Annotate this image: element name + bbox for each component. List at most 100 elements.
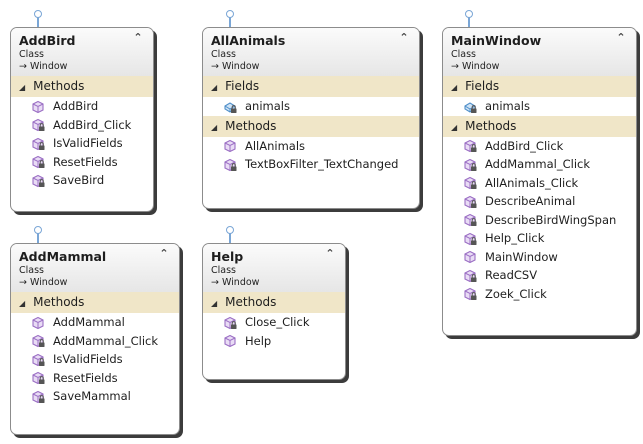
field-private-icon <box>463 99 485 113</box>
class-name: AllAnimals <box>211 33 286 48</box>
expand-triangle-icon[interactable]: ◢ <box>19 299 26 308</box>
member-item[interactable]: Close_Click <box>203 313 345 332</box>
method-private-icon <box>31 136 53 150</box>
member-item[interactable]: DescribeAnimal <box>443 192 636 211</box>
member-name: DescribeAnimal <box>485 194 576 208</box>
member-name: IsValidFields <box>53 352 123 366</box>
member-item[interactable]: IsValidFields <box>11 350 179 369</box>
member-item[interactable]: DescribeBirdWingSpan <box>443 211 636 230</box>
member-name: AddMammal_Click <box>485 157 591 171</box>
section-header-methods[interactable]: ◢Methods <box>11 292 179 313</box>
member-item[interactable]: Zoek_Click <box>443 285 636 304</box>
member-item[interactable]: AllAnimals <box>203 137 419 156</box>
expand-triangle-icon[interactable]: ◢ <box>211 299 218 308</box>
member-item[interactable]: AddBird_Click <box>443 137 636 156</box>
member-item[interactable]: AddMammal_Click <box>11 332 179 351</box>
member-item[interactable]: SaveBird <box>11 171 153 190</box>
section-header-methods[interactable]: ◢Methods <box>11 76 153 97</box>
method-private-icon <box>463 157 485 171</box>
section-header-methods[interactable]: ◢ Methods <box>443 115 636 137</box>
connector-port[interactable] <box>34 10 42 18</box>
method-private-icon <box>463 287 485 301</box>
method-private-icon <box>31 155 53 169</box>
expand-triangle-icon[interactable]: ◢ <box>19 83 26 92</box>
section-label: Methods <box>465 118 517 133</box>
expand-triangle-icon[interactable]: ◢ <box>451 122 458 132</box>
base-class: → Window <box>211 277 337 288</box>
section-label: Fields <box>225 79 260 93</box>
section-label: Methods <box>225 118 277 133</box>
inherit-arrow-icon: → <box>211 277 222 288</box>
section-header-fields[interactable]: ◢ Fields <box>443 76 636 97</box>
section-header-methods[interactable]: ◢Methods <box>203 292 345 313</box>
member-item[interactable]: ResetFields <box>11 369 179 388</box>
collapse-chevron-icon[interactable]: ⌃ <box>325 247 335 260</box>
base-class: → Window <box>211 61 411 72</box>
collapse-chevron-icon[interactable]: ⌃ <box>159 247 169 260</box>
member-name: AddBird_Click <box>53 117 132 132</box>
member-name: animals <box>485 99 530 113</box>
method-private-icon <box>31 352 53 366</box>
connector-port[interactable] <box>226 226 234 234</box>
class-name: AddMammal <box>19 249 107 264</box>
method-private-icon <box>31 118 53 132</box>
connector-line <box>229 233 231 243</box>
section-header-fields[interactable]: ◢ Fields <box>203 76 419 97</box>
class-box-mainwindow[interactable]: MainWindow Class→ Window ⌃ ◢ Fields animals ◢ M… <box>442 27 637 336</box>
collapse-chevron-icon[interactable]: ⌃ <box>616 31 626 44</box>
member-item[interactable]: MainWindow <box>443 248 636 267</box>
member-item[interactable]: Help_Click <box>443 229 636 248</box>
base-class-name: Window <box>461 61 500 72</box>
collapse-chevron-icon[interactable]: ⌃ <box>399 31 409 44</box>
connector-port[interactable] <box>465 10 473 18</box>
member-item[interactable]: ResetFields <box>11 153 153 172</box>
section-header-methods[interactable]: ◢ Methods <box>203 115 419 137</box>
member-item[interactable]: AddBird_Click <box>11 116 153 135</box>
member-item[interactable]: SaveMammal <box>11 387 179 406</box>
base-class: → Window <box>19 61 145 72</box>
expand-triangle-icon[interactable]: ◢ <box>211 83 218 92</box>
member-item[interactable]: ReadCSV <box>443 266 636 285</box>
member-name: AddBird_Click <box>485 138 564 153</box>
member-name: AddBird <box>53 99 99 113</box>
base-class-name: Window <box>221 61 260 72</box>
method-private-icon <box>463 176 485 190</box>
connector-port[interactable] <box>226 10 234 18</box>
member-item[interactable]: AddMammal_Click <box>443 155 636 174</box>
member-name: SaveMammal <box>53 389 131 403</box>
method-private-icon <box>463 139 485 153</box>
section-label: Fields <box>465 79 500 93</box>
member-name: SaveBird <box>53 173 105 187</box>
method-private-icon <box>31 173 53 187</box>
class-name: Help <box>211 249 244 264</box>
member-item[interactable]: AllAnimals_Click <box>443 174 636 193</box>
member-item[interactable]: animals <box>443 97 636 116</box>
base-class-name: Window <box>221 277 260 288</box>
expand-triangle-icon[interactable]: ◢ <box>451 83 458 92</box>
base-class: → Window <box>451 61 628 72</box>
member-item[interactable]: AddMammal <box>11 313 179 332</box>
member-item[interactable]: AddBird <box>11 97 153 116</box>
member-item[interactable]: Help <box>203 332 345 351</box>
connector-port[interactable] <box>34 226 42 234</box>
method-icon <box>223 139 245 153</box>
class-stereotype: Class <box>451 49 476 60</box>
connector-line <box>229 17 231 27</box>
expand-triangle-icon[interactable]: ◢ <box>211 122 218 132</box>
member-name: TextBoxFilter_TextChanged <box>245 157 399 171</box>
class-name: AddBird <box>19 33 76 48</box>
base-class-name: Window <box>29 61 68 72</box>
collapse-chevron-icon[interactable]: ⌃ <box>133 31 143 44</box>
member-item[interactable]: IsValidFields <box>11 134 153 153</box>
member-item[interactable]: animals <box>203 97 419 116</box>
member-name: Help_Click <box>485 231 545 245</box>
member-name: Help <box>245 333 272 348</box>
method-private-icon <box>463 194 485 208</box>
member-item[interactable]: TextBoxFilter_TextChanged <box>203 155 419 174</box>
member-name: ResetFields <box>53 370 118 385</box>
